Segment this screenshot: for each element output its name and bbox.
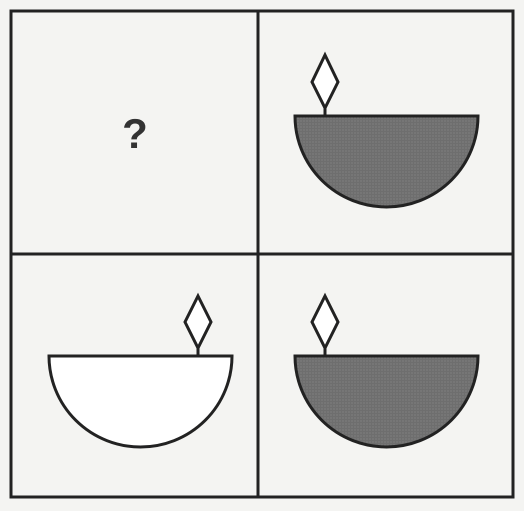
cell-top-right [293,51,480,209]
cell-bottom-right [293,292,480,449]
shaded-bowl [293,114,480,209]
diamond-flame [310,292,340,352]
cell-top-left: ? [122,110,148,157]
unshaded-bowl [47,354,234,449]
diamond-flame [310,51,340,112]
cell-bottom-left [47,292,234,449]
diamond-flame [183,292,213,352]
question-mark: ? [122,110,148,157]
shaded-bowl [293,354,480,449]
